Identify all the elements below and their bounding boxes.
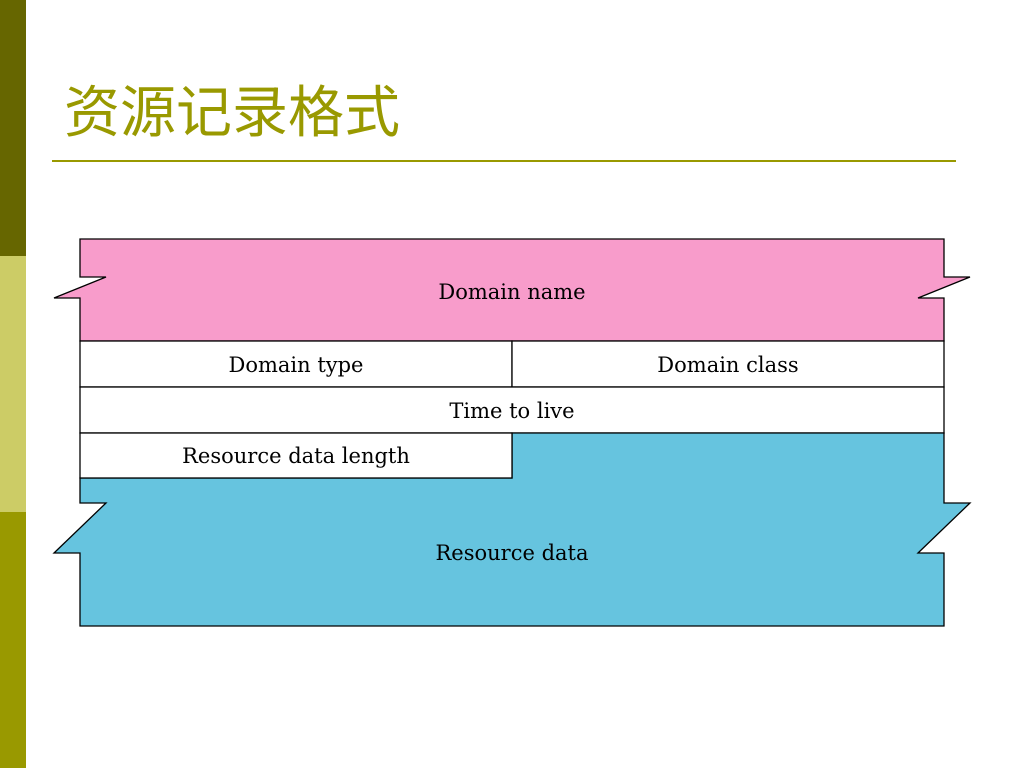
domain-class-field <box>511 340 945 388</box>
side-bar-top <box>0 0 26 256</box>
title-underline <box>52 160 956 162</box>
slide-title: 资源记录格式 <box>64 81 400 146</box>
resource-data-label: Resource data <box>435 541 588 565</box>
domain-class-label: Domain class <box>657 353 798 377</box>
domain-type-label: Domain type <box>228 353 363 377</box>
resource-data-length-label: Resource data length <box>182 444 410 468</box>
domain-name-label: Domain name <box>438 280 585 304</box>
time-to-live-label: Time to live <box>449 399 574 423</box>
domain-type-field <box>79 340 513 388</box>
side-bar-bottom <box>0 512 26 768</box>
resource-data-field <box>52 432 972 627</box>
resource-data-length-field <box>79 432 513 479</box>
time-to-live-field <box>79 386 945 434</box>
side-bar-middle <box>0 256 26 512</box>
